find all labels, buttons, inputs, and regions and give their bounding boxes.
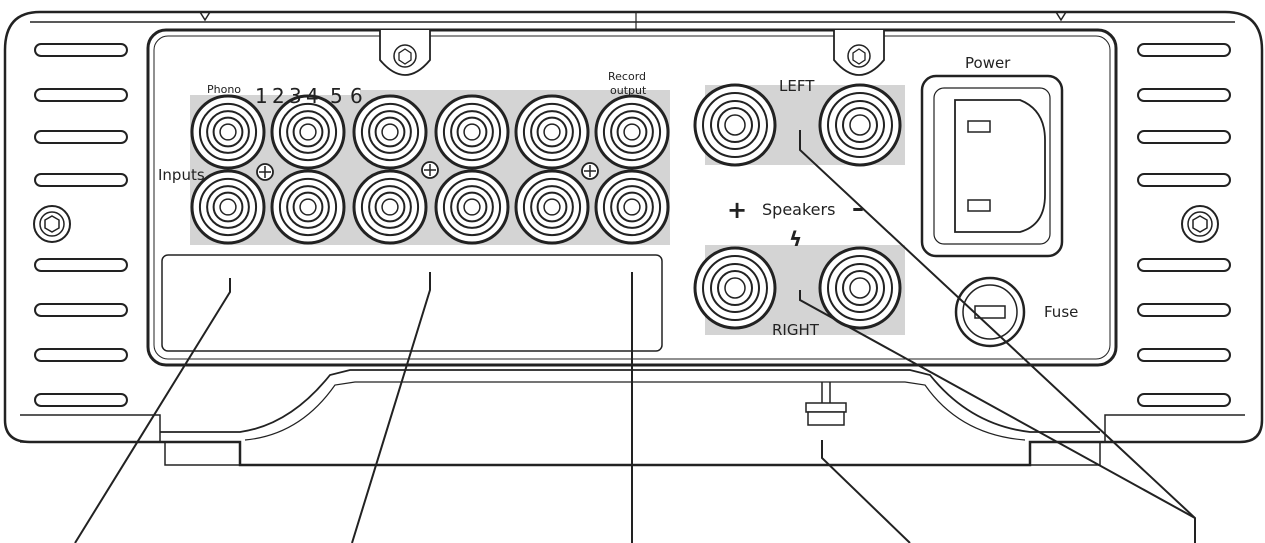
vent-slot [1137,258,1231,272]
vent-slot [34,303,128,317]
speaker-binding-posts [693,83,902,330]
callout-line-2 [351,272,431,543]
hex-screw-icon [1192,215,1208,233]
vent-slot [1137,173,1231,187]
vent-slot [34,43,128,57]
panel-screw-top-left [379,30,431,76]
rca-socket-icon [594,169,670,245]
input-number-1: 1 [255,84,268,108]
side-screw-right [1181,205,1219,243]
callout-line-6 [799,290,1196,519]
speaker-terminal-icon [818,246,902,330]
record-output-label-line1: Record [608,70,646,83]
rca-socket-icon [270,94,346,170]
rca-socket-icon [270,169,346,245]
ground-terminal-icon [421,161,439,179]
callout-line-5 [799,130,1196,543]
vent-slot [34,88,128,102]
callout-line-4 [821,440,911,543]
power-label: Power [965,54,1011,72]
bottom-connector [805,382,847,426]
ground-terminal-icon [256,163,274,181]
vent-slot [1137,88,1231,102]
ground-terminals [256,161,599,181]
lightning-icon: ϟ [789,227,802,251]
phono-label: Phono [207,83,241,96]
rca-socket-icon [190,94,266,170]
vent-slots-right [1137,43,1231,407]
vent-slot [1137,393,1231,407]
input-number-2: 2 [272,84,285,108]
vent-slot [1137,43,1231,57]
vent-slot [34,258,128,272]
rca-socket-icon [434,94,510,170]
vent-slot [34,130,128,144]
vent-slots-left [34,43,128,407]
ground-terminal-icon [581,162,599,180]
chassis-notch-right [1055,11,1067,22]
inputs-label: Inputs [158,166,205,184]
record-output-label-line2: output [610,84,647,97]
speaker-terminal-icon [693,246,777,330]
rca-socket-icon [514,94,590,170]
plus-label: + [727,196,747,224]
vent-slot [1137,303,1231,317]
rca-input-sockets [190,94,670,245]
side-screw-left [33,205,71,243]
rca-socket-icon [434,169,510,245]
speaker-terminal-icon [818,83,902,167]
input-number-5: 5 [330,84,343,108]
chassis-notch-left [199,11,211,22]
speakers-label: Speakers [762,200,835,219]
vent-slot [1137,348,1231,362]
input-number-4: 4 [306,84,319,108]
label-blank-area [161,254,663,352]
minus-label: – [852,194,864,222]
base-left-foot [20,414,241,466]
rca-socket-icon [352,169,428,245]
vent-slot [1137,130,1231,144]
base-skirt [160,369,1100,433]
rca-socket-icon [352,94,428,170]
vent-slot [34,173,128,187]
hex-screw-icon [398,48,412,65]
fuse-label: Fuse [1044,303,1078,321]
vent-slot [34,348,128,362]
panel-screw-top-right [833,30,885,76]
input-number-3: 3 [289,84,302,108]
hex-screw-icon [44,215,60,233]
rca-socket-icon [594,94,670,170]
callout-leaders [74,130,1196,543]
vent-slot [34,393,128,407]
rca-socket-icon [190,169,266,245]
rca-socket-icon [514,169,590,245]
speaker-terminal-icon [693,83,777,167]
input-number-6: 6 [350,84,363,108]
base-skirt-inner [244,381,1026,441]
fuse-holder-icon [954,276,1026,348]
left-label: LEFT [779,77,815,95]
callout-line-1 [74,278,231,543]
right-label: RIGHT [772,321,820,339]
hex-screw-icon [852,48,866,65]
iec-power-socket-icon [920,74,1064,258]
